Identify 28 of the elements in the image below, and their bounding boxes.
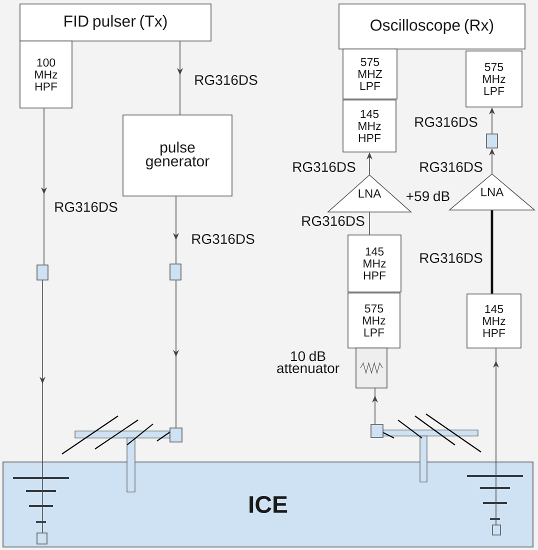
ice-layer: ICE bbox=[2, 462, 534, 548]
connector-square bbox=[170, 428, 182, 442]
edge-label: RG316DS bbox=[193, 74, 259, 86]
pulse-generator-box: pulse generator bbox=[122, 114, 232, 196]
connector-square bbox=[170, 264, 182, 280]
connector-square bbox=[36, 264, 48, 280]
connector-square bbox=[492, 524, 501, 536]
cable-line bbox=[369, 212, 370, 235]
edge-label: RG316DS bbox=[418, 252, 484, 264]
attenuator-symbol bbox=[356, 348, 388, 388]
filter-box: 575 MHz LPF bbox=[466, 50, 522, 108]
node-caption: 10 dB attenuator bbox=[277, 350, 340, 374]
connector-square bbox=[486, 134, 498, 148]
connector-square bbox=[370, 424, 384, 438]
filter-box: 100 MHz HPF bbox=[20, 40, 72, 108]
filter-box: 145 MHz HPF bbox=[466, 294, 522, 348]
filter-box: 145 MHz HPF bbox=[342, 100, 396, 152]
edge-label: RG316DS bbox=[291, 161, 357, 173]
edge-label: RG316DS bbox=[190, 233, 256, 245]
edge-label: RG316DS bbox=[418, 161, 484, 173]
filter-box: 575 MHZ LPF bbox=[342, 48, 398, 100]
edge-label: RG316DS bbox=[413, 116, 479, 128]
cable-line bbox=[490, 210, 494, 294]
connector-square bbox=[36, 532, 48, 544]
filter-box: 575 MHz LPF bbox=[348, 292, 400, 348]
edge-label: RG316DS bbox=[53, 201, 119, 213]
filter-box: 145 MHz HPF bbox=[348, 234, 402, 292]
edge-label: RG316DS bbox=[300, 215, 366, 227]
